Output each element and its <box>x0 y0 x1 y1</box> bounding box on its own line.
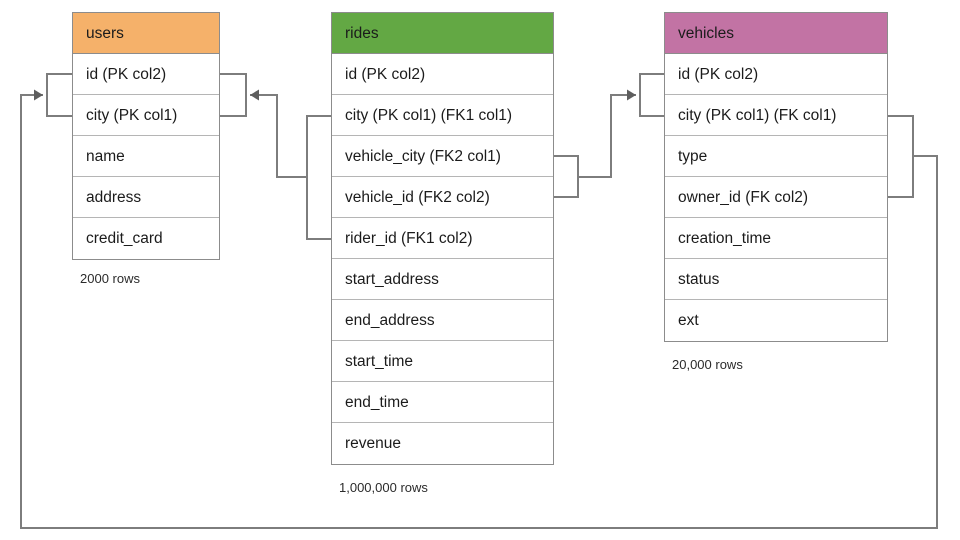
column-row[interactable]: ext <box>678 312 699 329</box>
column-row[interactable]: address <box>73 177 219 218</box>
column-row[interactable]: owner_id (FK col2) <box>665 177 887 218</box>
column-row[interactable]: id (PK col2) <box>73 54 219 95</box>
column-row[interactable]: city (PK col1) (FK col1) <box>665 95 887 136</box>
column-row[interactable]: id (PK col2) <box>665 54 887 95</box>
connector-rides-fk2-to-vehicles <box>578 94 636 178</box>
column-row[interactable]: status <box>665 259 887 300</box>
arrowhead-vehicles-owner-to-users <box>34 89 43 101</box>
column-row[interactable]: id (PK col2) <box>332 54 553 95</box>
arrowhead-rides-fk2-to-vehicles <box>627 89 636 101</box>
row-count-label-rides: 1,000,000 rows <box>339 480 428 495</box>
row-count-label-users: 2000 rows <box>80 271 140 286</box>
target-bracket-vehicles-owner-to-users <box>46 73 72 117</box>
table-header-rides: rides <box>332 13 553 54</box>
connector-rides-fk1-to-users <box>250 94 307 178</box>
row-count-label-vehicles: 20,000 rows <box>672 357 743 372</box>
table-header-vehicles: vehicles <box>665 13 887 54</box>
column-row[interactable]: city (PK col1) (FK1 col1) <box>332 95 553 136</box>
column-row[interactable]: vehicle_id (FK2 col2) <box>332 177 553 218</box>
column-row[interactable]: revenue <box>345 435 402 452</box>
column-row[interactable]: city (PK col1) <box>73 95 219 136</box>
target-bracket-rides-fk1-to-users <box>220 73 247 117</box>
target-bracket-rides-fk2-to-vehicles <box>639 73 664 117</box>
source-bracket-rides-fk1-to-users <box>306 115 331 240</box>
column-row[interactable]: end_time <box>332 382 553 423</box>
column-row[interactable]: end_address <box>332 300 553 341</box>
column-row[interactable]: start_time <box>332 341 553 382</box>
column-row[interactable]: vehicle_city (FK2 col1) <box>332 136 553 177</box>
column-row[interactable]: credit_card <box>86 230 163 247</box>
column-row[interactable]: creation_time <box>665 218 887 259</box>
arrowhead-rides-fk1-to-users <box>250 89 259 101</box>
table-header-users: users <box>73 13 219 54</box>
column-row[interactable]: name <box>73 136 219 177</box>
source-bracket-vehicles-owner-to-users <box>888 115 914 198</box>
column-row[interactable]: type <box>665 136 887 177</box>
source-bracket-rides-fk2-to-vehicles <box>554 155 579 198</box>
column-row[interactable]: start_address <box>332 259 553 300</box>
column-row[interactable]: rider_id (FK1 col2) <box>332 218 553 259</box>
